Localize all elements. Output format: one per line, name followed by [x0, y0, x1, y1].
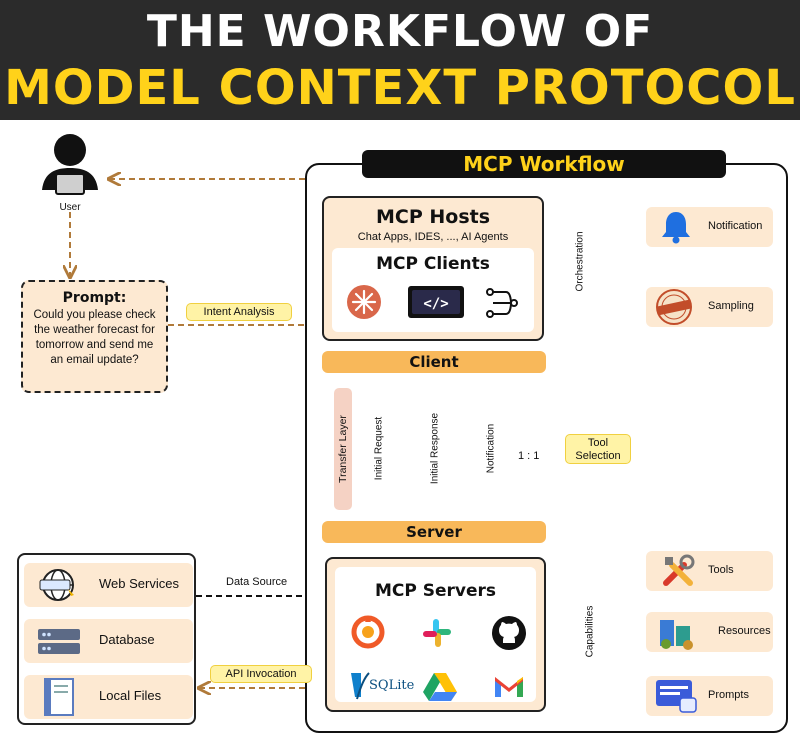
local-files-label: Local Files [99, 688, 162, 703]
resources-card: Resources [646, 612, 773, 652]
mcp-hosts-subtitle: Chat Apps, IDES, ..., AI Agents [357, 231, 509, 243]
web-services-label: Web Services [99, 576, 179, 591]
prompt-heading: Prompt: [62, 290, 127, 306]
google-drive-icon [423, 671, 457, 706]
grafana-icon [351, 615, 385, 654]
tools-icon [660, 553, 696, 594]
resources-label: Resources [718, 625, 771, 637]
web-services-item: Web Services [24, 563, 193, 607]
header-banner: THE WORKFLOW OF MODEL CONTEXT PROTOCOL [0, 0, 800, 120]
mcp-clients-title: MCP Clients [376, 254, 490, 274]
title-line-2: MODEL CONTEXT PROTOCOL [4, 60, 796, 116]
sqlite-label: SQLite [369, 678, 415, 693]
title-line-1: THE WORKFLOW OF [146, 6, 654, 57]
orchestration-label: Orchestration [574, 231, 586, 292]
prompt-text: Could you please check the weather forec… [33, 309, 156, 366]
mcp-clients-box: MCP Clients </> [332, 248, 534, 332]
github-icon [491, 615, 527, 656]
workflow-nodes-icon [484, 286, 520, 325]
prompt-box: Prompt: Could you please check the weath… [21, 280, 168, 393]
workflow-title: MCP Workflow [362, 150, 726, 178]
tools-label: Tools [708, 564, 734, 576]
prompts-label: Prompts [708, 689, 749, 701]
resources-icon [656, 614, 696, 655]
initial-response-label: Initial Response [429, 412, 441, 485]
tools-card: Tools [646, 551, 773, 591]
user-label: User [59, 202, 81, 213]
initial-request-label: Initial Request [373, 416, 385, 481]
tool-selection-tag: Tool Selection [565, 434, 631, 464]
sampling-label: Sampling [708, 300, 754, 312]
database-item: Database [24, 619, 193, 663]
transfer-layer-band [334, 388, 352, 510]
globe-icon [38, 567, 78, 608]
local-files-item: Local Files [24, 675, 193, 719]
svg-text:</>: </> [423, 296, 448, 312]
prompts-card: Prompts [646, 676, 773, 716]
resources-box: Web Services Database Local Files [17, 553, 196, 725]
notification-label: Notification [708, 220, 763, 232]
claude-icon [346, 284, 382, 325]
mcp-hosts-title: MCP Hosts [375, 206, 491, 228]
sampling-card: Sampling [646, 287, 773, 327]
mcp-servers-title: MCP Servers [374, 581, 497, 601]
gmail-icon [493, 673, 525, 704]
intent-analysis-tag: Intent Analysis [186, 303, 292, 321]
database-label: Database [99, 632, 155, 647]
capabilities-label: Capabilities [584, 605, 596, 658]
file-icon [44, 678, 76, 721]
slack-icon [421, 617, 453, 654]
database-icon [38, 627, 82, 662]
notification-arrow-label: Notification [485, 423, 497, 474]
mcp-servers-box: MCP Servers [325, 557, 546, 712]
user-icon [38, 130, 102, 200]
code-editor-icon: </> [408, 286, 464, 323]
sample-stamp-icon [654, 288, 694, 331]
api-invocation-tag: API Invocation [210, 665, 312, 683]
bell-icon [658, 209, 694, 250]
transfer-layer-label: Transfer Layer [337, 415, 349, 483]
notification-card: Notification [646, 207, 773, 247]
server-bar: Server [322, 521, 546, 543]
prompts-icon [654, 678, 698, 719]
sqlite-icon: SQLite [347, 671, 414, 706]
data-source-label: Data Source [226, 576, 288, 588]
ratio-label: 1 : 1 [518, 450, 540, 462]
client-bar: Client [322, 351, 546, 373]
